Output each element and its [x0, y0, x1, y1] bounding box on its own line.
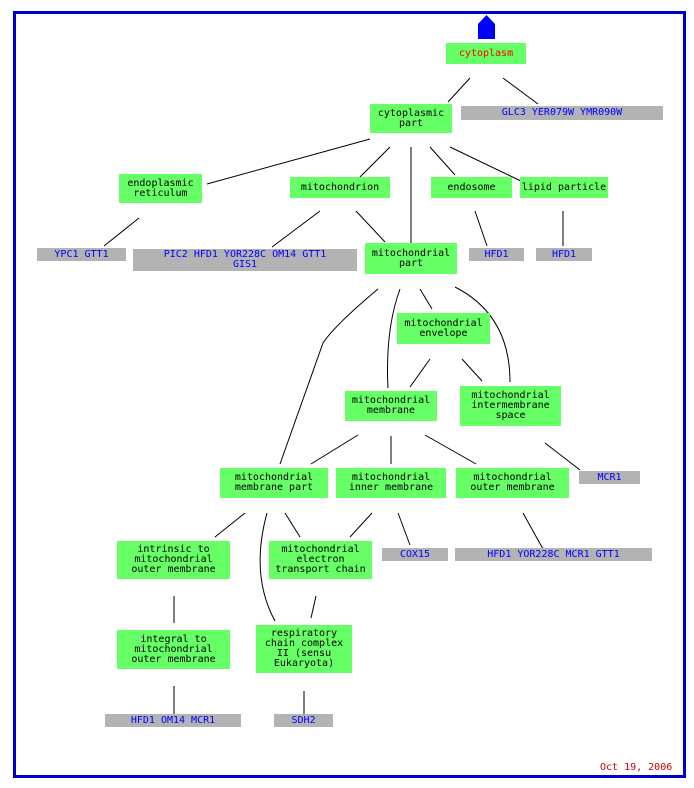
node-cytoplasm[interactable]: cytoplasm — [446, 43, 526, 64]
edge — [447, 77, 471, 103]
genes-mitochondrial-intermembrane-space[interactable]: MCR1 — [579, 471, 640, 484]
edge — [214, 512, 246, 538]
diagram-frame — [13, 11, 686, 778]
node-intrinsic-to-mitochondrial-outer-membrane[interactable]: intrinsic to mitochondrial outer membran… — [117, 541, 230, 579]
node-cytoplasmic-part[interactable]: cytoplasmic part — [370, 104, 452, 133]
edge — [259, 512, 276, 622]
edge — [454, 286, 511, 383]
edge — [544, 442, 581, 471]
node-mitochondrial-envelope[interactable]: mitochondrial envelope — [397, 313, 490, 344]
genes-mitochondrial-outer-membrane[interactable]: HFD1 YOR228C MCR1 GTT1 — [455, 548, 652, 561]
edge — [206, 138, 371, 185]
genes-integral-to-mitochondrial-outer-membrane[interactable]: HFD1 OM14 MCR1 — [105, 714, 241, 727]
edge — [349, 512, 373, 538]
genes-lipid-particle[interactable]: HFD1 — [536, 248, 592, 261]
node-mitochondrion[interactable]: mitochondrion — [290, 177, 390, 198]
edge — [103, 217, 140, 247]
date-stamp: Oct 19, 2006 — [600, 762, 673, 773]
edge — [522, 512, 544, 550]
edge — [387, 288, 401, 389]
node-endosome[interactable]: endosome — [431, 177, 512, 198]
edge — [355, 210, 386, 243]
node-endoplasmic-reticulum[interactable]: endoplasmic reticulum — [119, 174, 202, 203]
edge — [271, 210, 321, 248]
edge — [310, 434, 359, 465]
genes-respiratory-chain-complex-ii[interactable]: SDH2 — [274, 714, 333, 727]
node-mitochondrial-membrane-part[interactable]: mitochondrial membrane part — [220, 468, 328, 498]
edge — [429, 146, 456, 176]
node-mitochondrial-electron-transport-chain[interactable]: mitochondrial electron transport chain — [269, 541, 372, 579]
edge — [474, 210, 488, 247]
edge — [310, 595, 317, 619]
edge — [461, 358, 483, 382]
genes-mitochondrial-inner-membrane[interactable]: COX15 — [382, 548, 448, 561]
edge — [502, 77, 539, 105]
node-mitochondrial-part[interactable]: mitochondrial part — [365, 243, 457, 274]
node-mitochondrial-intermembrane-space[interactable]: mitochondrial intermembrane space — [460, 386, 561, 426]
genes-endoplasmic-reticulum[interactable]: YPC1 GTT1 — [37, 248, 126, 261]
node-mitochondrial-membrane[interactable]: mitochondrial membrane — [345, 391, 437, 421]
edge — [449, 146, 526, 184]
node-mitochondrial-outer-membrane[interactable]: mitochondrial outer membrane — [456, 468, 569, 498]
genes-mitochondrion[interactable]: PIC2 HFD1 YOR228C OM14 GTT1 GIS1 — [133, 249, 357, 271]
edge — [419, 288, 433, 310]
edge — [279, 288, 379, 465]
root-arrow-icon — [478, 15, 495, 39]
node-lipid-particle[interactable]: lipid particle — [520, 177, 608, 198]
node-respiratory-chain-complex-ii[interactable]: respiratory chain complex II (sensu Euka… — [256, 625, 352, 673]
edge — [397, 512, 411, 546]
node-integral-to-mitochondrial-outer-membrane[interactable]: integral to mitochondrial outer membrane — [117, 630, 230, 669]
edge — [359, 146, 391, 178]
edge — [284, 512, 301, 538]
node-mitochondrial-inner-membrane[interactable]: mitochondrial inner membrane — [336, 468, 446, 498]
edge — [424, 434, 477, 465]
genes-cytoplasm[interactable]: GLC3 YER079W YMR090W — [461, 106, 663, 120]
genes-endosome[interactable]: HFD1 — [469, 248, 524, 261]
edge — [409, 358, 431, 388]
